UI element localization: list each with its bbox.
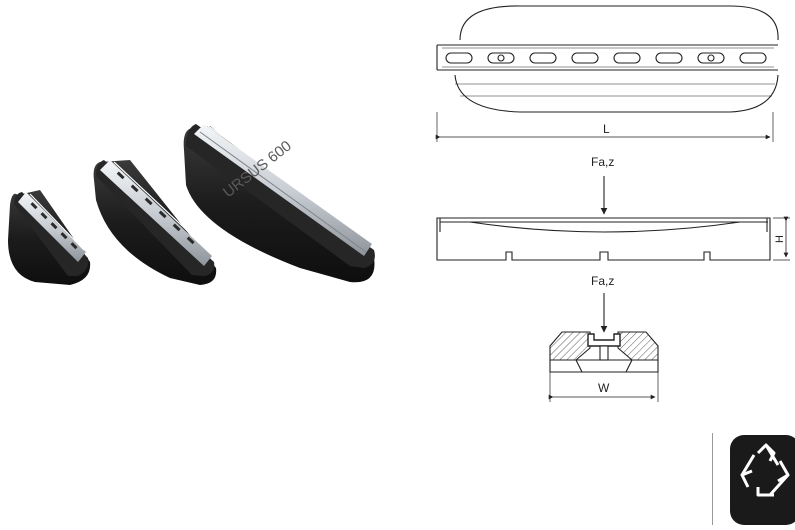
recycle-badge [730, 435, 795, 525]
top-view [435, 5, 779, 142]
side-view [436, 176, 790, 261]
medium-support-block [93, 160, 217, 285]
technical-drawing: L Fa,z H Fa,z W [435, 5, 790, 402]
recycle-icon [740, 443, 790, 497]
cross-section-load-label: Fa,z [591, 274, 614, 288]
rail-slot [445, 52, 767, 64]
length-dimension-label: L [603, 122, 610, 136]
side-view-load-label: Fa,z [591, 155, 614, 169]
height-dimension-label: H [774, 235, 786, 243]
small-support-block [8, 190, 91, 285]
width-dimension-label: W [598, 381, 610, 395]
large-support-block: URSUS 600 [183, 124, 375, 283]
product-photo: URSUS 600 [8, 124, 375, 285]
badge-divider [712, 433, 713, 525]
cross-section-view [548, 293, 659, 402]
